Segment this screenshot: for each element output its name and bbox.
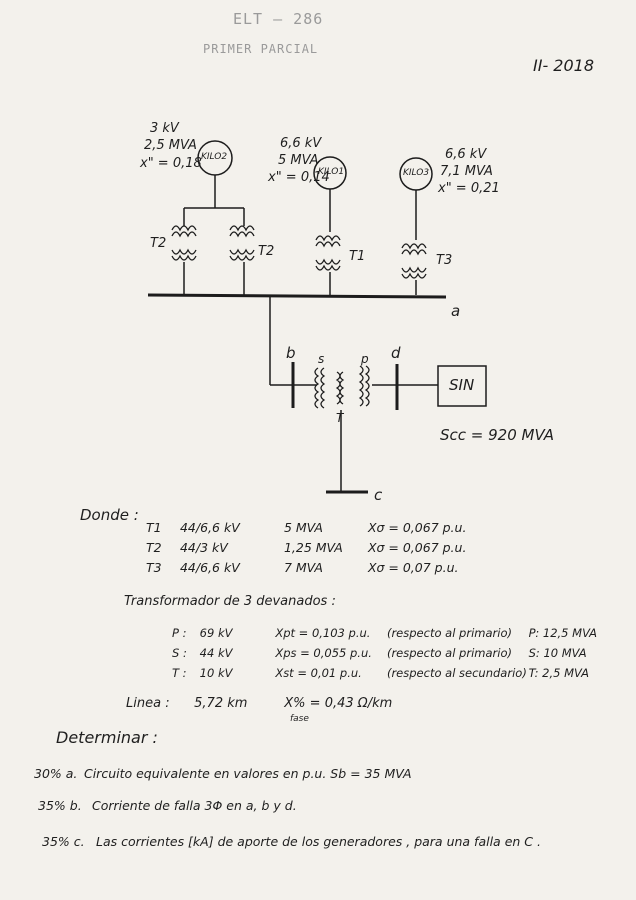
label-t2-left: T2 <box>150 236 167 251</box>
label-bus-a: a <box>451 302 461 320</box>
kilo2-name: KILO2 <box>201 152 228 162</box>
line-reactance: X% = 0,43 Ω/km <box>284 696 393 711</box>
label-scc: Scc = 920 MVA <box>440 426 554 444</box>
transformer-t2-row: T2 44/3 kV 1,25 MVA Xσ = 0,067 p.u. <box>146 540 466 555</box>
label-t: T <box>336 411 344 425</box>
term-label: II- 2018 <box>533 56 595 75</box>
transformer-t1-symbol <box>315 235 341 271</box>
line-length: 5,72 km <box>194 696 248 711</box>
kilo3-reactance: x" = 0,21 <box>438 181 500 196</box>
line-reactance-subscript: fase <box>290 714 309 724</box>
label-s: s <box>318 352 325 366</box>
label-p: p <box>361 352 369 366</box>
line-row: Linea : 5,72 km X% = 0,43 Ω/km <box>126 696 392 711</box>
tr-ratio: 44/6,6 kV <box>179 560 240 575</box>
label-bus-b: b <box>286 344 296 362</box>
tr-ratio: 44/3 kV <box>179 540 228 555</box>
kilo2-voltage: 3 kV <box>150 121 179 136</box>
single-line-diagram <box>147 140 487 494</box>
three-winding-transformer-symbol <box>314 365 370 409</box>
label-sin: SIN <box>449 376 475 394</box>
course-code: ELT – 286 <box>233 10 324 28</box>
label-t3: T3 <box>436 253 453 268</box>
donde-label: Donde : <box>80 506 139 524</box>
kilo2-reactance: x" = 0,18 <box>140 156 202 171</box>
tr-name: T2 <box>146 540 162 555</box>
kilo3-name: KILO3 <box>403 168 430 178</box>
tr-power: 5 MVA <box>283 520 323 535</box>
transformer-t3-row: T3 44/6,6 kV 7 MVA Xσ = 0,07 p.u. <box>146 560 458 575</box>
kilo1-voltage: 6,6 kV <box>280 136 322 151</box>
kilo3-power: 7,1 MVA <box>440 164 493 179</box>
question-b: 35% b. Corriente de falla 3Φ en a, b y d… <box>38 798 297 813</box>
sin-box <box>437 365 487 407</box>
exam-title: PRIMER PARCIAL <box>203 42 319 56</box>
question-a: 30% a. Circuito equivalente en valores e… <box>34 766 412 781</box>
label-t1: T1 <box>349 249 366 264</box>
transformer-t3-symbol <box>401 243 427 279</box>
tr-reactance: Xσ = 0,067 p.u. <box>367 540 467 555</box>
kilo2-power: 2,5 MVA <box>144 138 197 153</box>
bus-a <box>147 293 447 299</box>
label-bus-c: c <box>374 486 383 504</box>
tr-name: T3 <box>146 560 162 575</box>
transformer-t2-right-symbol <box>229 225 255 261</box>
tr-name: T1 <box>146 520 162 535</box>
three-winding-row-s: S : 44 kV Xps = 0,055 p.u. (respecto al … <box>172 646 587 660</box>
kilo1-reactance: x" = 0,14 <box>268 170 330 185</box>
three-winding-title: Transformador de 3 devanados : <box>124 594 336 609</box>
label-t2-right: T2 <box>258 244 275 259</box>
tr-ratio: 44/6,6 kV <box>179 520 240 535</box>
kilo1-name: KILO1 <box>318 167 345 177</box>
kilo1-power: 5 MVA <box>278 153 319 168</box>
question-c: 35% c. Las corrientes [kA] de aporte de … <box>42 834 541 849</box>
line-label: Linea : <box>126 696 170 711</box>
tr-reactance: Xσ = 0,07 p.u. <box>367 560 459 575</box>
label-bus-d: d <box>391 344 401 362</box>
transformer-t2-left-symbol <box>171 225 197 261</box>
three-winding-row-p: P : 69 kV Xpt = 0,103 p.u. (respecto al … <box>172 626 598 640</box>
kilo3-voltage: 6,6 kV <box>445 147 487 162</box>
determinar-label: Determinar : <box>56 728 158 747</box>
tr-power: 1,25 MVA <box>283 540 343 555</box>
transformer-t1-row: T1 44/6,6 kV 5 MVA Xσ = 0,067 p.u. <box>146 520 466 535</box>
tr-reactance: Xσ = 0,067 p.u. <box>367 520 467 535</box>
three-winding-row-t: T : 10 kV Xst = 0,01 p.u. (respecto al s… <box>172 666 589 680</box>
tr-power: 7 MVA <box>283 560 323 575</box>
